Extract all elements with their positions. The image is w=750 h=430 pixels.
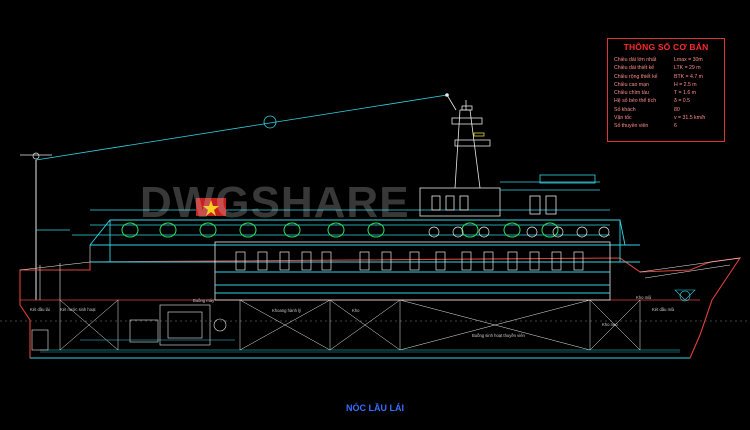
- vietnam-flag: [196, 198, 226, 216]
- spec-row-name: Chiều cao mạn: [614, 81, 649, 88]
- cabin-window: [257, 251, 268, 271]
- cabin-windows: [235, 251, 584, 271]
- spec-row: Vận tốc v = 31.5 km/h: [614, 114, 722, 122]
- cabin-window: [235, 251, 246, 271]
- life-rafts: [121, 222, 559, 238]
- spec-row-value: T = 1.6 m: [674, 90, 696, 97]
- wheelhouse: [419, 174, 600, 217]
- label-freshwater: Két nước sinh hoạt: [60, 307, 96, 312]
- spec-row-value: δ = 0.5: [674, 98, 691, 105]
- label-chain-box: Kho neo: [602, 322, 618, 327]
- cabin-window: [435, 251, 446, 271]
- spec-row-name: Vận tốc: [614, 115, 632, 122]
- spec-row: Hệ số béo thể tích δ = 0.5: [614, 97, 722, 105]
- porthole: [478, 226, 490, 238]
- cabin-window: [409, 251, 420, 271]
- life-raft: [239, 222, 257, 238]
- spec-row-value: LTK = 29 m: [674, 65, 701, 72]
- porthole: [552, 226, 564, 238]
- cabin-window: [461, 251, 472, 271]
- cabin-window: [321, 251, 332, 271]
- stern-rail: [19, 245, 91, 300]
- life-raft: [199, 222, 217, 238]
- life-raft: [159, 222, 177, 238]
- cabin-window: [381, 251, 392, 271]
- porthole: [428, 226, 440, 238]
- masthead-light: [445, 93, 449, 97]
- cabin-window: [301, 251, 312, 271]
- watermark-text: DWGSHARE: [140, 178, 410, 227]
- label-crew-room: Buồng sinh hoạt thuyền viên: [472, 333, 525, 338]
- engine-room: [31, 304, 235, 351]
- porthole: [452, 226, 464, 238]
- spec-row-name: Số thuyền viên: [614, 123, 649, 130]
- cabin-window: [507, 251, 518, 271]
- main-deck: [89, 219, 640, 301]
- spec-row: Chiều rộng thiết kế BTK = 4.7 m: [614, 73, 722, 81]
- spec-row: Chiều dài lớn nhất Lmax = 30m: [614, 56, 722, 64]
- aft-mast: [20, 94, 448, 300]
- spec-row-name: Chiều chìm tàu: [614, 90, 649, 97]
- spec-row: Chiều chìm tàu T = 1.6 m: [614, 89, 722, 97]
- radar-mast: [446, 94, 491, 189]
- spec-row-value: 80: [674, 106, 680, 113]
- spec-row: Chiều cao mạn H = 2.5 m: [614, 81, 722, 89]
- spec-row: Số khách 80: [614, 106, 722, 114]
- cabin-window: [573, 251, 584, 271]
- life-raft: [541, 222, 559, 238]
- hull-compartments: [59, 299, 641, 351]
- life-raft: [121, 222, 139, 238]
- cabin-window: [279, 251, 290, 271]
- life-raft: [461, 222, 479, 238]
- spec-row-value: 6: [674, 123, 677, 130]
- cabin-window: [359, 251, 370, 271]
- porthole: [598, 226, 610, 238]
- spec-row-value: Lmax = 30m: [674, 57, 703, 63]
- spec-row-name: Hệ số béo thể tích: [614, 98, 657, 105]
- label-aft-peak: Két dầu lái: [30, 307, 50, 312]
- spec-row: Chiều dài thiết kế LTK = 29 m: [614, 64, 722, 72]
- spec-row: Số thuyền viên 6: [614, 122, 722, 130]
- porthole: [526, 226, 538, 238]
- life-raft: [283, 222, 301, 238]
- spec-table: THÔNG SỐ CƠ BẢN Chiều dài lớn nhất Lmax =…: [607, 38, 725, 142]
- bow: [639, 257, 741, 302]
- spec-row-name: Chiều rộng thiết kế: [614, 73, 658, 80]
- cabin-window: [529, 251, 540, 271]
- spec-row-name: Chiều dài lớn nhất: [614, 57, 657, 63]
- spec-row-name: Số khách: [614, 106, 636, 113]
- life-raft: [367, 222, 385, 238]
- portholes: [428, 226, 610, 238]
- drawing-title: NÓC LẦU LÁI: [346, 403, 404, 413]
- life-raft: [327, 222, 345, 238]
- spec-row-value: BTK = 4.7 m: [674, 73, 703, 80]
- spec-row-name: Chiều dài thiết kế: [614, 65, 655, 72]
- label-bow-store: Két dầu mũi: [652, 307, 675, 312]
- label-chain-locker: Kho mũi: [636, 295, 652, 300]
- cabin-window: [551, 251, 562, 271]
- porthole: [576, 226, 588, 238]
- label-engine-room: Buồng máy: [193, 298, 215, 303]
- life-raft: [503, 222, 521, 238]
- cabin-window: [483, 251, 494, 271]
- label-passenger-cabin: Khoang hành lý: [272, 308, 302, 313]
- spec-row-value: v = 31.5 km/h: [674, 115, 706, 122]
- spec-row-value: H = 2.5 m: [674, 81, 697, 88]
- label-store: Kho: [352, 308, 360, 313]
- spec-table-title: THÔNG SỐ CƠ BẢN: [623, 42, 709, 52]
